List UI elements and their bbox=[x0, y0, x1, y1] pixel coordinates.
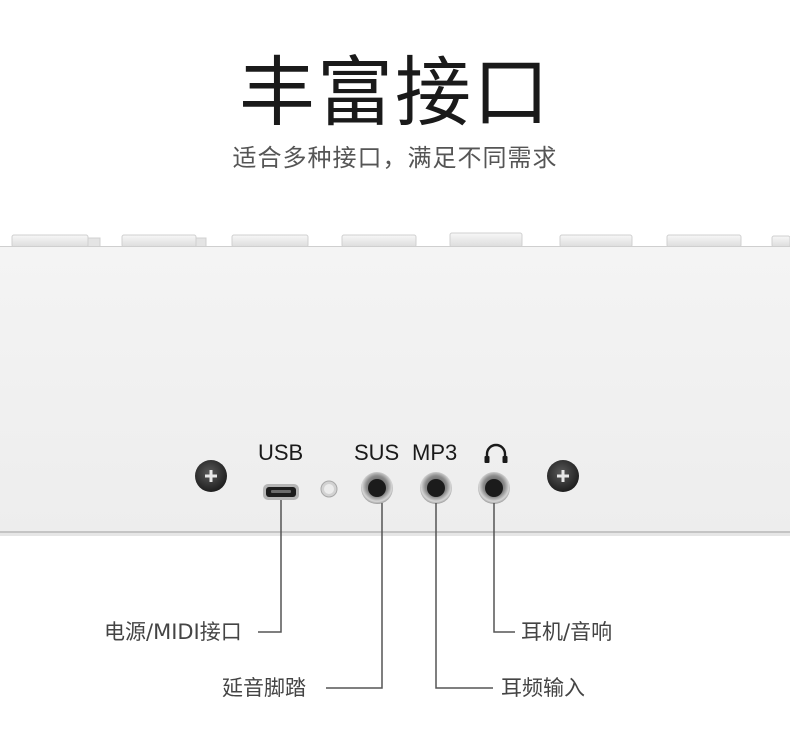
callout-earphone-audio: 耳机/音响 bbox=[521, 620, 613, 644]
panel-body bbox=[0, 246, 790, 532]
left-screw bbox=[195, 460, 227, 492]
leader-usb bbox=[258, 500, 282, 633]
callout-sustain: 延音脚踏 bbox=[222, 676, 306, 700]
sus-label: SUS bbox=[354, 440, 400, 465]
key-top bbox=[231, 234, 309, 248]
leader-sus bbox=[326, 503, 383, 689]
callout-power-midi: 电源/MIDI接口 bbox=[104, 620, 242, 644]
sus-jack[interactable] bbox=[361, 472, 393, 504]
mp3-label: MP3 bbox=[412, 440, 458, 465]
key-top bbox=[341, 234, 417, 248]
key-top bbox=[771, 235, 790, 248]
usb-label: USB bbox=[258, 440, 304, 465]
key-top bbox=[87, 237, 101, 248]
page-title: 丰富接口 bbox=[239, 48, 551, 137]
key-top bbox=[11, 234, 89, 248]
key-tops bbox=[11, 232, 790, 248]
page-subtitle: 适合多种接口，满足不同需求 bbox=[232, 144, 558, 172]
panel-shadow bbox=[0, 533, 790, 536]
leader-lines bbox=[258, 500, 515, 689]
headphone-jack[interactable] bbox=[478, 472, 510, 504]
usb-port[interactable] bbox=[263, 484, 299, 500]
leader-headphone bbox=[493, 503, 515, 633]
key-top bbox=[195, 237, 207, 248]
key-top bbox=[559, 234, 633, 248]
key-top bbox=[666, 234, 742, 248]
right-screw bbox=[547, 460, 579, 492]
key-top bbox=[449, 232, 523, 248]
led-indicator bbox=[320, 480, 338, 498]
key-top bbox=[121, 234, 197, 248]
mp3-jack[interactable] bbox=[420, 472, 452, 504]
headphone-icon bbox=[484, 443, 508, 463]
callout-audio-input: 耳频输入 bbox=[501, 676, 585, 700]
leader-mp3 bbox=[435, 503, 493, 689]
